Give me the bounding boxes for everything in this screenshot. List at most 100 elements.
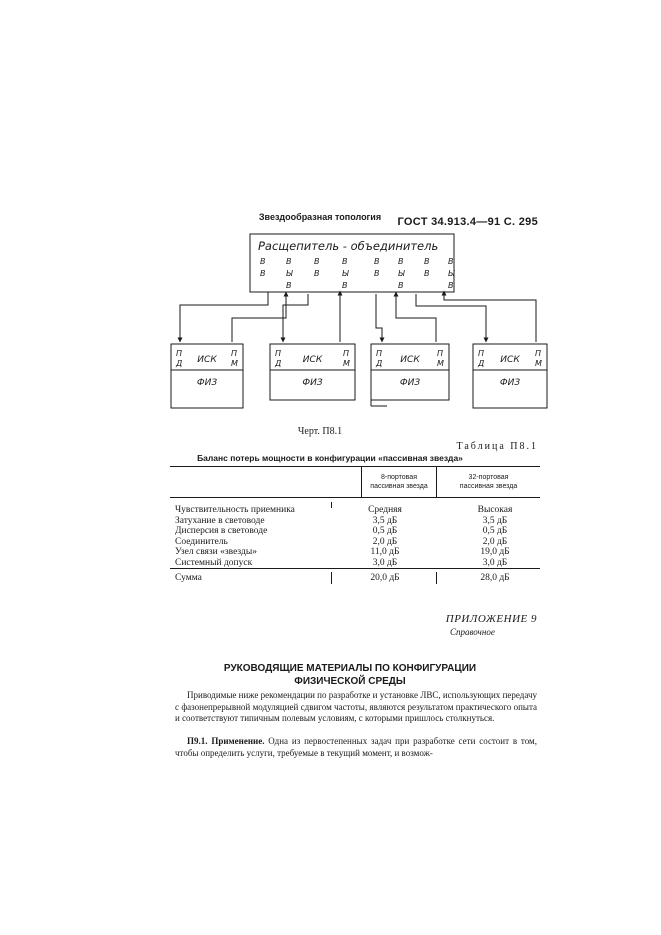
station-pm-label: П bbox=[231, 349, 237, 358]
port-letter: В bbox=[448, 281, 454, 290]
port-letter: В bbox=[374, 257, 380, 266]
table-row-value-32port: 3,5 дБ bbox=[482, 515, 508, 526]
port-letter: Ы bbox=[448, 269, 455, 278]
station-pd-label: Д bbox=[477, 359, 484, 368]
link-station3-in bbox=[393, 291, 437, 342]
table-total-rule bbox=[170, 568, 540, 569]
station-box-2 bbox=[269, 343, 356, 401]
port-letter: В bbox=[314, 257, 320, 266]
station-phys-label: ФИЗ bbox=[500, 378, 520, 388]
station-isk-label: ИСК bbox=[197, 355, 217, 365]
figure-caption: Черт. П8.1 bbox=[297, 426, 343, 437]
port-letter: Ы bbox=[342, 269, 349, 278]
table-row-label: Системный допуск bbox=[175, 557, 253, 568]
link-station2-out bbox=[280, 294, 309, 343]
link-station4-out bbox=[415, 294, 489, 343]
port-letter: В bbox=[260, 269, 266, 278]
table-total-divider-1 bbox=[331, 572, 332, 584]
port-letter: В bbox=[342, 281, 348, 290]
section-title-line1: РУКОВОДЯЩИЕ МАТЕРИАЛЫ ПО КОНФИГУРАЦИИ bbox=[223, 663, 477, 674]
port-letter: В bbox=[398, 281, 404, 290]
station-pd-label: П bbox=[376, 349, 382, 358]
table-row-label: Узел связи «звезды» bbox=[175, 547, 257, 557]
table-col-divider-2 bbox=[436, 467, 437, 497]
table-row-label: Чувствительность приемника bbox=[175, 505, 295, 515]
port-letter: В bbox=[424, 257, 430, 266]
table-row-label: Соединитель bbox=[175, 536, 228, 547]
table-row-value-8port: 0,5 дБ bbox=[372, 526, 398, 536]
station-pd-label: Д bbox=[274, 359, 281, 368]
station-pm-label: М bbox=[231, 359, 238, 368]
section-title-line2: ФИЗИЧЕСКОЙ СРЕДЫ bbox=[294, 676, 406, 687]
station-pd-label: Д bbox=[375, 359, 382, 368]
table-top-rule bbox=[170, 466, 540, 467]
station-pm-label: М bbox=[437, 359, 444, 368]
port-letter: В bbox=[448, 257, 454, 266]
table-row-value-8port: 11,0 дБ bbox=[370, 547, 400, 557]
station-phys-label: ФИЗ bbox=[197, 378, 217, 388]
port-letter: В bbox=[374, 269, 380, 278]
table-header-rule bbox=[170, 497, 540, 498]
table-row-value-32port: 0,5 дБ bbox=[482, 526, 508, 536]
total-value-8port: 20,0 дБ bbox=[370, 573, 400, 583]
port-letter: В bbox=[424, 269, 430, 278]
section-title: РУКОВОДЯЩИЕ МАТЕРИАЛЫ ПО КОНФИГУРАЦИИ ФИ… bbox=[150, 662, 550, 688]
paragraph-p9-1: П9.1. Применение. Одна из первостепенных… bbox=[175, 736, 537, 759]
station-pm-label: П bbox=[343, 349, 349, 358]
port-letter: В bbox=[314, 269, 320, 278]
page-header: ГОСТ 34.913.4—91 С. 295 bbox=[397, 216, 538, 228]
table-col-divider-1 bbox=[361, 467, 362, 497]
station-phys-label: ФИЗ bbox=[400, 378, 420, 388]
station-pm-label: М bbox=[535, 359, 542, 368]
port-letter: В bbox=[342, 257, 348, 266]
paragraph-p9-1-text: Одна из первостепенных задач при разрабо… bbox=[175, 736, 537, 758]
table-row-value-8port: Средняя bbox=[368, 505, 402, 515]
table-row-label: Затухание в световоде bbox=[175, 515, 265, 526]
port-letter: Ы bbox=[398, 269, 405, 278]
table-row-label: Дисперсия в световоде bbox=[175, 526, 268, 536]
table-row-value-8port: 2,0 дБ bbox=[372, 536, 398, 547]
station-isk-label: ИСК bbox=[500, 355, 520, 365]
station-pd-label: Д bbox=[175, 359, 182, 368]
station-isk-label: ИСК bbox=[303, 355, 323, 365]
station-box-3 bbox=[370, 343, 450, 401]
port-letter: Ы bbox=[286, 269, 293, 278]
table-title: Баланс потерь мощности в конфигурации «п… bbox=[197, 453, 463, 463]
total-value-32port: 28,0 дБ bbox=[480, 573, 510, 583]
figure-title: Звездообразная топология bbox=[258, 212, 382, 222]
station-pm-label: М bbox=[343, 359, 350, 368]
total-label: Сумма bbox=[175, 573, 202, 583]
station-box-4 bbox=[472, 343, 548, 409]
station-pd-label: П bbox=[478, 349, 484, 358]
port-letter: В bbox=[286, 257, 292, 266]
station-pd-label: П bbox=[275, 349, 281, 358]
station-phys-label: ФИЗ bbox=[302, 378, 322, 388]
station-pm-label: П bbox=[437, 349, 443, 358]
table-row-value-8port: 3,0 дБ bbox=[372, 557, 398, 568]
station-box-1 bbox=[170, 343, 244, 409]
link-station1-in bbox=[231, 291, 289, 342]
station-pd-label: П bbox=[176, 349, 182, 358]
table-row-value-32port: Высокая bbox=[477, 505, 513, 515]
splitter-box bbox=[249, 233, 455, 293]
link-station4-in bbox=[441, 290, 537, 342]
appendix-title: ПРИЛОЖЕНИЕ 9 bbox=[445, 613, 537, 625]
station-pm-label: П bbox=[535, 349, 541, 358]
port-letter: В bbox=[286, 281, 292, 290]
table-row-value-32port: 19,0 дБ bbox=[480, 547, 510, 557]
splitter-label: Расщепитель - объединитель bbox=[258, 239, 438, 253]
table-row-value-32port: 2,0 дБ bbox=[482, 536, 508, 547]
table-row-value-32port: 3,0 дБ bbox=[482, 557, 508, 568]
table-total-divider-2 bbox=[436, 572, 437, 584]
appendix-subtitle: Справочное bbox=[450, 627, 495, 637]
table-label: Таблица П8.1 bbox=[456, 441, 538, 452]
port-letter: В bbox=[398, 257, 404, 266]
link-station1-out bbox=[177, 292, 269, 343]
table-body-divider-1 bbox=[331, 502, 332, 508]
paragraph-intro: Приводимые ниже рекомендации по разработ… bbox=[175, 690, 537, 723]
port-letter: В bbox=[260, 257, 266, 266]
table-row-value-8port: 3,5 дБ bbox=[372, 515, 398, 526]
